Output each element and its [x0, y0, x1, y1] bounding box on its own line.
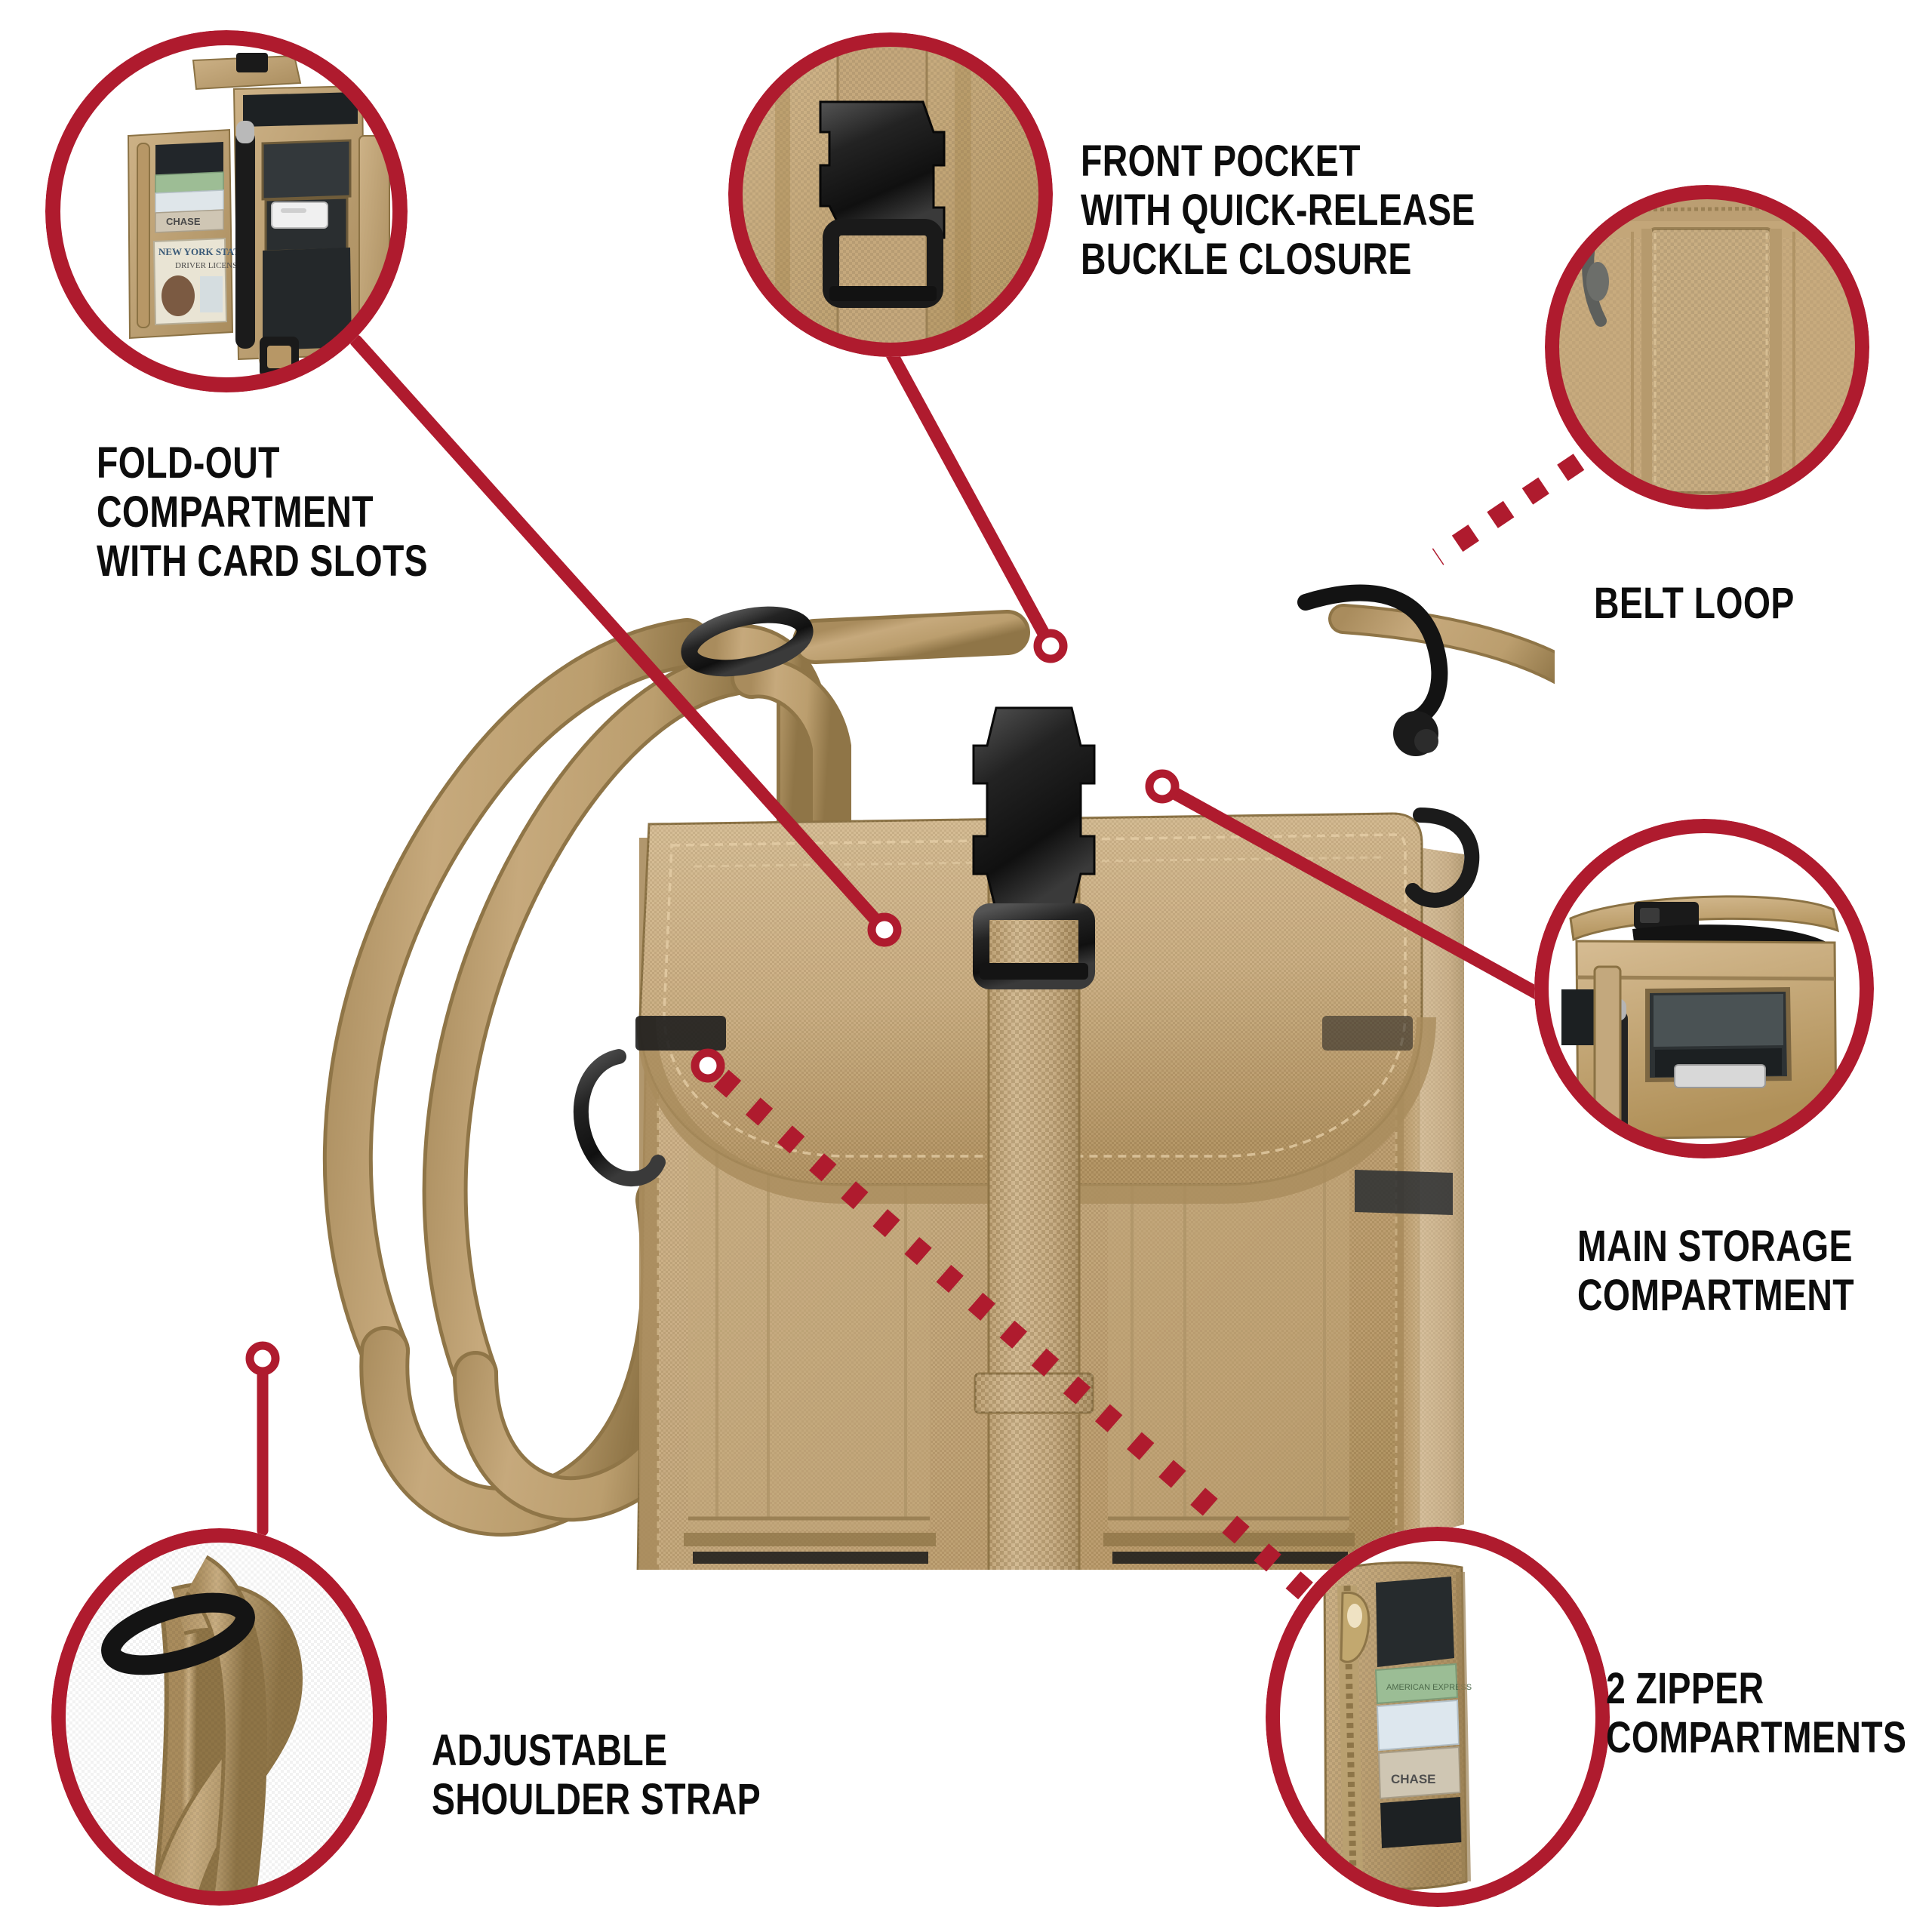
two-zipper-compartments-detail: AMERICAN EXPRESS CHASE — [1272, 1534, 1603, 1900]
bubble-adjustable-shoulder-strap — [51, 1528, 387, 1906]
chase-card-text: CHASE — [166, 216, 201, 227]
label-adjustable-shoulder-strap: ADJUSTABLE SHOULDER STRAP — [432, 1726, 761, 1824]
fold-out-compartment-detail: CHASE NEW YORK STATE DRIVER LICENSE — [51, 36, 401, 386]
bubble-front-pocket-buckle — [728, 32, 1053, 357]
chase-card-text-2: CHASE — [1391, 1772, 1436, 1786]
bubble-fold-out-compartment: CHASE NEW YORK STATE DRIVER LICENSE — [45, 30, 408, 392]
side-d-ring — [573, 1049, 666, 1186]
side-attachment-tab — [635, 1016, 1413, 1051]
label-belt-loop: BELT LOOP — [1594, 579, 1795, 628]
strap-slider-ring — [101, 1592, 255, 1675]
label-fold-out-compartment: FOLD-OUT COMPARTMENT WITH CARD SLOTS — [97, 438, 429, 586]
bubble-two-zipper-compartments: AMERICAN EXPRESS CHASE — [1266, 1527, 1610, 1907]
bubble-belt-loop — [1545, 185, 1869, 509]
license-state-text: NEW YORK STATE — [158, 246, 247, 257]
belt-loop-detail — [1550, 190, 1864, 504]
adjustable-shoulder-strap-detail — [57, 1534, 380, 1900]
quick-release-buckle — [972, 706, 1096, 989]
label-main-storage-compartment: MAIN STORAGE COMPARTMENT — [1577, 1222, 1854, 1320]
label-two-zipper-compartments: 2 ZIPPER COMPARTMENTS — [1606, 1664, 1907, 1762]
front-pocket-buckle-detail — [734, 38, 1048, 352]
license-title-text: DRIVER LICENSE — [175, 261, 242, 270]
bubble-main-storage-compartment — [1534, 819, 1874, 1158]
main-storage-compartment-detail — [1540, 824, 1869, 1153]
amex-card-text: AMERICAN EXPRESS — [1386, 1683, 1472, 1692]
label-front-pocket-buckle: FRONT POCKET WITH QUICK-RELEASE BUCKLE C… — [1081, 137, 1475, 284]
